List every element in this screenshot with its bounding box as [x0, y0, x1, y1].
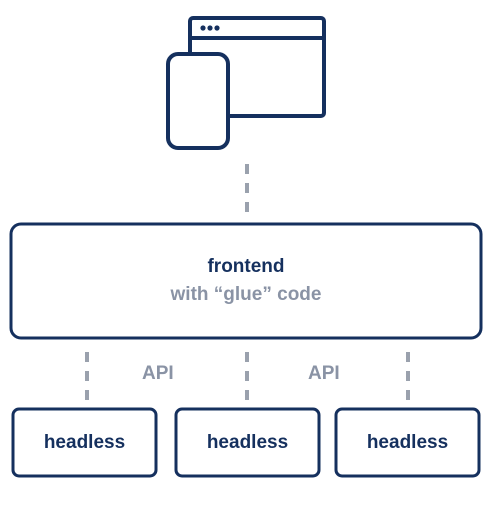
headless-label-2: headless — [206, 432, 289, 453]
mobile-phone-icon — [166, 52, 230, 150]
frontend-subtitle: with “glue” code — [170, 284, 322, 305]
headless-label-1: headless — [43, 432, 126, 453]
headless-box-1 — [11, 407, 158, 478]
api-label-left: API — [142, 363, 174, 384]
frontend-title: frontend — [207, 256, 285, 277]
frontend-box — [9, 222, 483, 340]
headless-label-3: headless — [366, 432, 449, 453]
headless-box-2 — [174, 407, 321, 478]
api-label-right: API — [308, 363, 340, 384]
headless-box-3 — [334, 407, 481, 478]
